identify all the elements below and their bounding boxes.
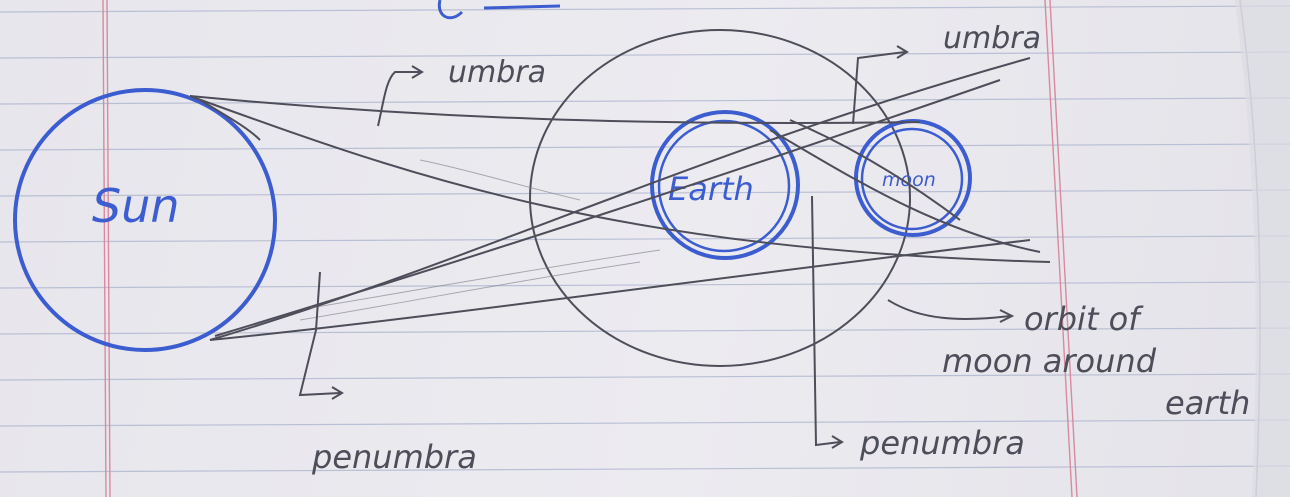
top-scribble (437, 0, 561, 20)
earth-label: Earth (668, 170, 754, 208)
ray-sun-edge-1 (199, 99, 261, 141)
ray-lower-straight (209, 239, 1031, 341)
umbra-left-arrow (377, 71, 420, 127)
ray-moon-cross-1 (769, 129, 1041, 253)
penumbra-left-arrow (298, 271, 341, 397)
sun-circle (13, 88, 277, 352)
margin-lines (102, 0, 1078, 497)
orbit-arrow (887, 299, 1011, 320)
ray-upper-cross (189, 95, 1051, 263)
ray-moon-cross-2 (789, 119, 961, 221)
shadow-rays (189, 57, 1051, 341)
penumbra-left-label: penumbra (311, 438, 477, 476)
penumbra-right-label: penumbra (859, 424, 1025, 462)
page-edge (1235, 0, 1290, 497)
ray-lower-cross-2 (214, 79, 1001, 337)
umbra-left-label: umbra (448, 55, 546, 90)
annotation-labels: umbra umbra penumbra penumbra orbit of m… (311, 21, 1250, 476)
umbra-right-label: umbra (943, 21, 1041, 56)
penumbra-right-arrow (811, 195, 841, 447)
orbit-label-line2: moon around (942, 342, 1157, 380)
ruled-lines (0, 5, 1290, 473)
moon-orbit (529, 29, 911, 367)
annotation-arrows (298, 45, 1015, 449)
orbit-label-line1: orbit of (1024, 300, 1144, 338)
moon-circle-outer (854, 119, 972, 237)
umbra-right-arrow (852, 51, 906, 125)
earth-circle-outer (650, 110, 800, 260)
ray-shading (299, 159, 661, 321)
sun-label: Sun (92, 179, 180, 233)
earth-circle-inner (657, 119, 791, 253)
orbit-label-line3: earth (1165, 384, 1250, 422)
ray-upper-straight (189, 95, 921, 124)
moon-circle-inner (860, 127, 964, 231)
